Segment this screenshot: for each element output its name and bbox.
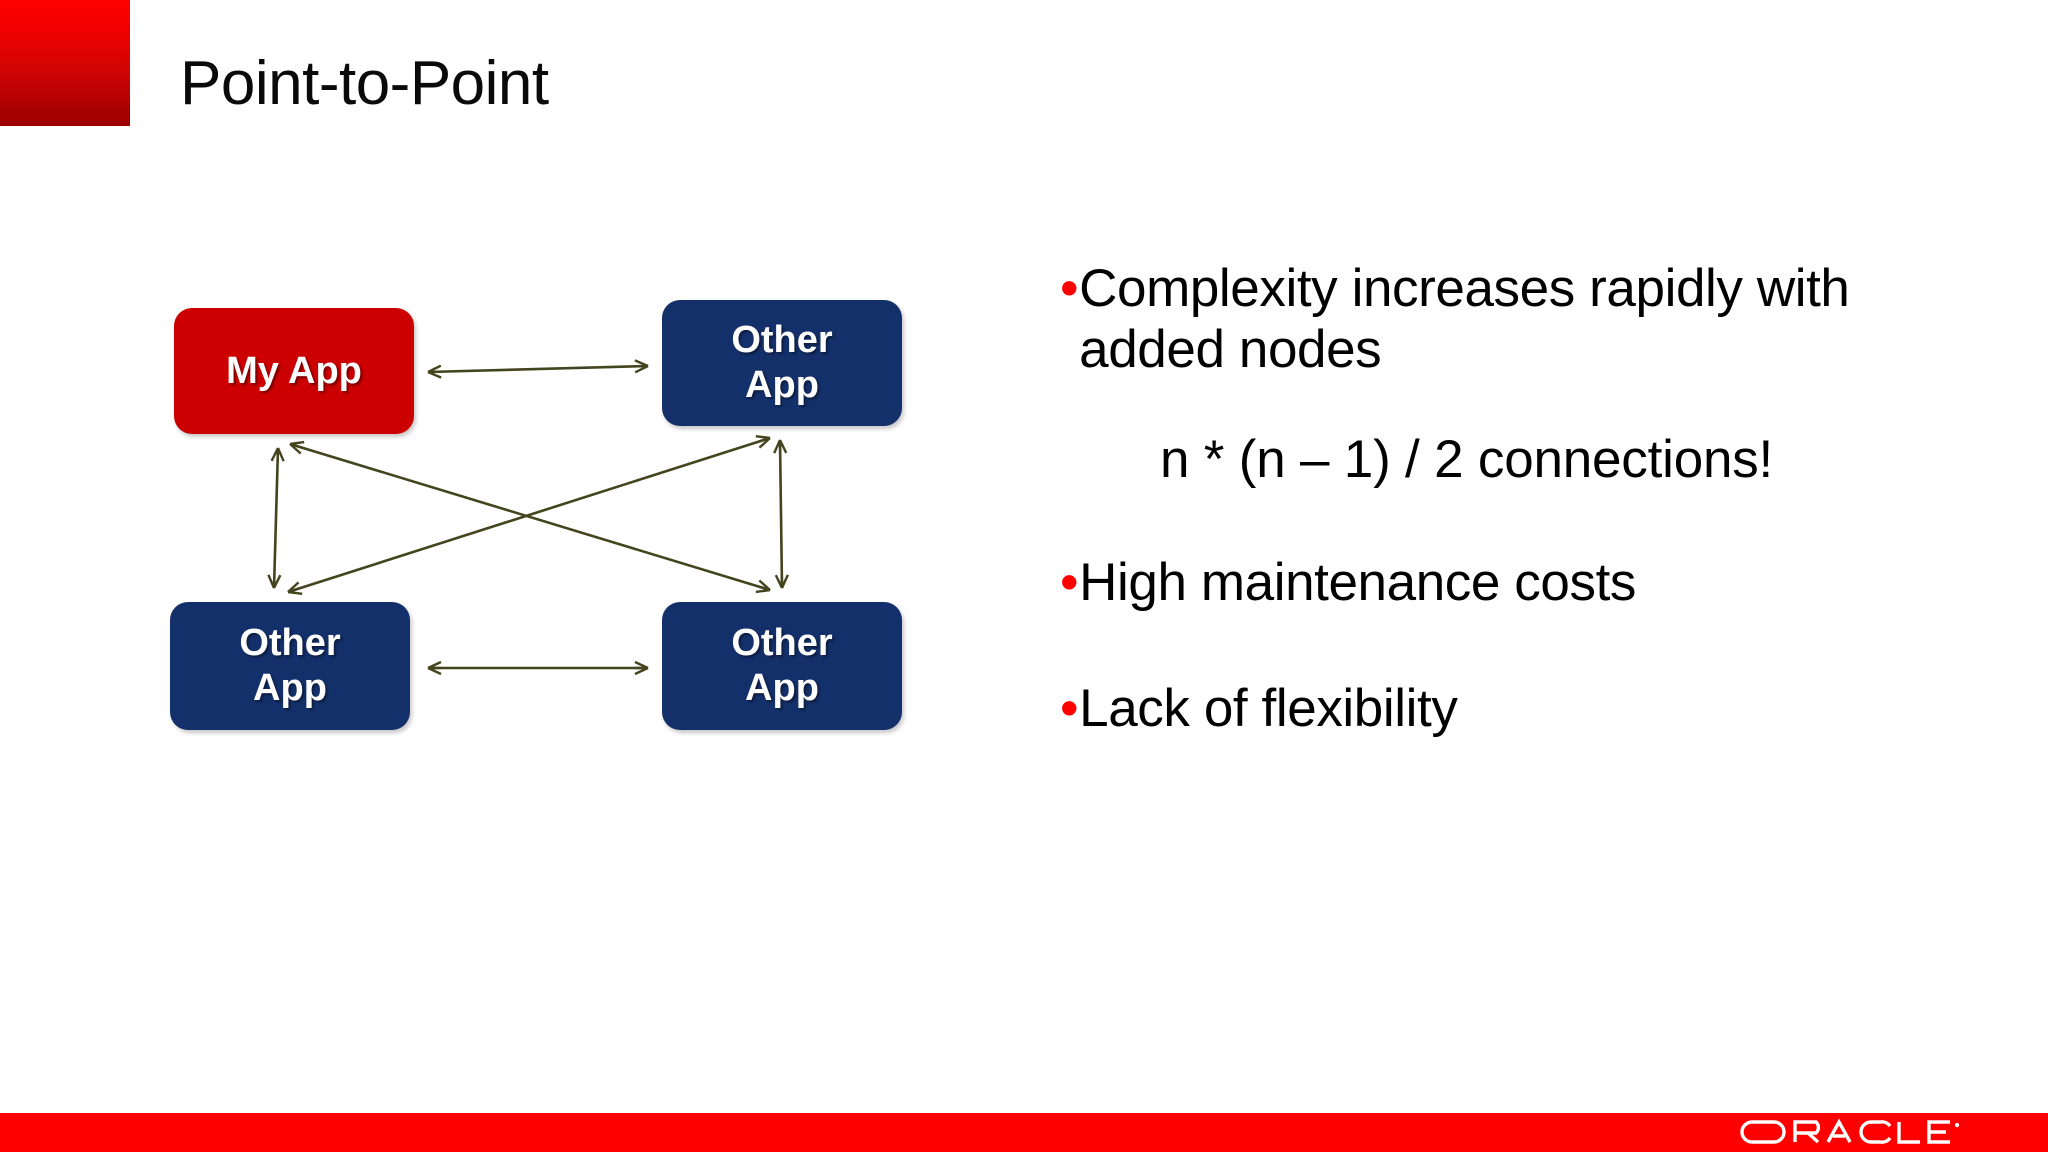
registered-mark-icon xyxy=(1954,1122,1960,1128)
diagram-node-other-app-top-right[interactable]: Other App xyxy=(662,300,902,426)
connections-formula: n * (n – 1) / 2 connections! xyxy=(1160,429,1774,489)
diagram-node-label: Other App xyxy=(239,621,340,711)
diagram-node-label-line2: App xyxy=(745,667,819,709)
diagram-node-my-app[interactable]: My App xyxy=(174,308,414,434)
brand-corner-block xyxy=(0,0,130,126)
bullet-list: • Complexity increases rapidly with adde… xyxy=(1060,258,2000,739)
bullet-dot-icon: • xyxy=(1060,678,1079,738)
oracle-logo xyxy=(1738,1116,1988,1148)
list-item-text: Lack of flexibility xyxy=(1079,678,1458,738)
diagram-node-label-line2: App xyxy=(253,667,327,709)
diagram-node-label-line2: App xyxy=(745,364,819,406)
diagram-node-label-line1: Other xyxy=(731,622,833,665)
list-item-maintenance: • High maintenance costs xyxy=(1060,552,2000,613)
list-item-text: High maintenance costs xyxy=(1079,553,1636,613)
diagram-node-label-line1: Other xyxy=(731,319,833,362)
diagram-node-label: Other App xyxy=(731,621,832,711)
oracle-wordmark-icon xyxy=(1740,1118,1960,1144)
list-item-flexibility: • Lack of flexibility xyxy=(1060,678,2000,739)
list-item-text: Complexity increases rapidly with added … xyxy=(1079,259,1850,380)
connector-othertr-otherbr xyxy=(773,439,789,589)
connector-arrows-svg xyxy=(267,359,789,676)
page-title: Point-to-Point xyxy=(180,49,549,118)
spacer xyxy=(1060,381,2000,429)
list-item-complexity: • Complexity increases rapidly with adde… xyxy=(1060,258,2000,381)
connector-myapp-otherbl xyxy=(267,447,285,589)
diagram-node-label-line1: Other xyxy=(239,622,341,665)
point-to-point-diagram: My App Other App Other App Other App xyxy=(150,290,970,760)
bullet-dot-icon: • xyxy=(1060,553,1079,613)
bullet-dot-icon: • xyxy=(1060,259,1079,318)
connector-myapp-othertr xyxy=(427,359,649,379)
spacer xyxy=(1060,614,2000,678)
connector-othertr-otherbl xyxy=(287,435,771,595)
diagram-node-other-app-bottom-right[interactable]: Other App xyxy=(662,602,902,730)
diagram-node-other-app-bottom-left[interactable]: Other App xyxy=(170,602,410,730)
diagram-node-label: Other App xyxy=(731,318,832,408)
footer-bar xyxy=(0,1113,2048,1152)
diagram-node-label: My App xyxy=(226,349,362,392)
spacer xyxy=(1060,490,2000,552)
